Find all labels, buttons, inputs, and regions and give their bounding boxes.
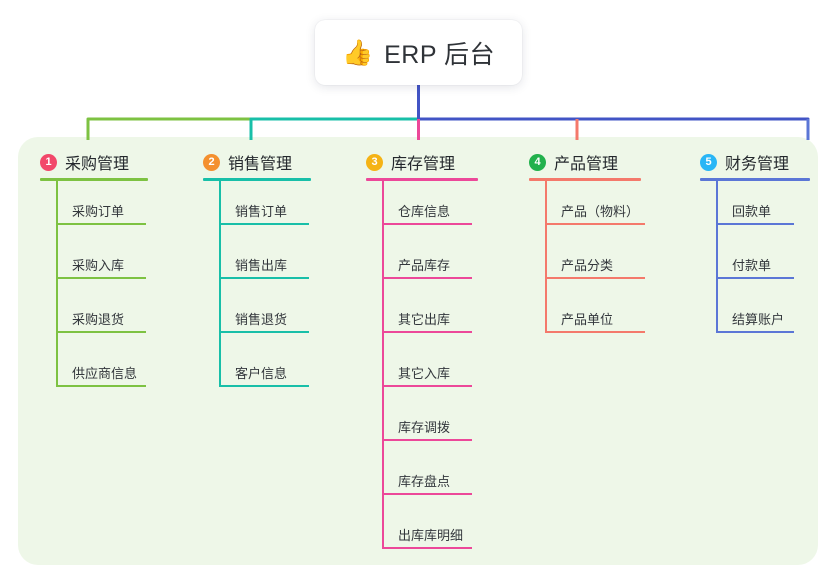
leaf-item-underline bbox=[58, 385, 146, 387]
leaf-item-label: 出库库明细 bbox=[398, 528, 464, 543]
leaf-item[interactable]: 采购退货 bbox=[58, 305, 146, 333]
leaf-item-underline bbox=[58, 277, 146, 279]
leaf-item-underline bbox=[384, 223, 472, 225]
branch-rail bbox=[382, 181, 384, 549]
leaf-item[interactable]: 产品单位 bbox=[547, 305, 645, 333]
leaf-item-label: 库存调拨 bbox=[398, 420, 451, 435]
leaf-item-label: 产品分类 bbox=[561, 258, 614, 273]
leaf-item-label: 销售出库 bbox=[235, 258, 288, 273]
branch-underline bbox=[700, 178, 810, 181]
leaf-item-underline bbox=[718, 277, 794, 279]
leaf-item[interactable]: 采购入库 bbox=[58, 251, 146, 279]
leaf-item-underline bbox=[384, 385, 472, 387]
leaf-item[interactable]: 出库库明细 bbox=[384, 521, 472, 549]
root-node-title: ERP 后台 bbox=[384, 40, 496, 69]
leaf-item-underline bbox=[384, 439, 472, 441]
branch-title: 财务管理 bbox=[725, 156, 790, 173]
leaf-item[interactable]: 产品（物料） bbox=[547, 197, 645, 225]
branch-title: 产品管理 bbox=[554, 156, 619, 173]
leaf-item-underline bbox=[384, 331, 472, 333]
leaf-item-underline bbox=[384, 493, 472, 495]
leaf-item-label: 结算账户 bbox=[732, 312, 785, 327]
branch-title: 库存管理 bbox=[391, 156, 456, 173]
leaf-item-label: 销售订单 bbox=[235, 204, 288, 219]
branch-header-2[interactable]: 2 销售管理 bbox=[203, 150, 292, 174]
branch-number-badge: 2 bbox=[203, 153, 220, 171]
leaf-item[interactable]: 回款单 bbox=[718, 197, 794, 225]
leaf-item[interactable]: 库存盘点 bbox=[384, 467, 472, 495]
leaf-item[interactable]: 销售退货 bbox=[221, 305, 309, 333]
branch-header-3[interactable]: 3 库存管理 bbox=[366, 150, 455, 174]
thumbs-up-icon: 👍 bbox=[341, 38, 374, 67]
leaf-item[interactable]: 其它出库 bbox=[384, 305, 472, 333]
leaf-item-underline bbox=[221, 331, 309, 333]
branch-number-badge: 5 bbox=[700, 153, 717, 171]
branch-rail bbox=[219, 181, 221, 387]
leaf-item-underline bbox=[718, 331, 794, 333]
branch-number-badge: 4 bbox=[529, 153, 546, 171]
root-node[interactable]: 👍 ERP 后台 bbox=[315, 20, 522, 85]
leaf-item-underline bbox=[547, 223, 645, 225]
leaf-item[interactable]: 采购订单 bbox=[58, 197, 146, 225]
leaf-item-label: 采购退货 bbox=[72, 312, 125, 327]
leaf-item[interactable]: 库存调拨 bbox=[384, 413, 472, 441]
leaf-item[interactable]: 产品库存 bbox=[384, 251, 472, 279]
leaf-item-label: 采购入库 bbox=[72, 258, 125, 273]
leaf-item-underline bbox=[718, 223, 794, 225]
leaf-item-underline bbox=[384, 547, 472, 549]
leaf-item-underline bbox=[221, 223, 309, 225]
leaf-item-label: 产品库存 bbox=[398, 258, 451, 273]
leaf-item[interactable]: 销售订单 bbox=[221, 197, 309, 225]
branch-rail bbox=[545, 181, 547, 333]
leaf-item-underline bbox=[58, 223, 146, 225]
leaf-item-label: 产品单位 bbox=[561, 312, 614, 327]
leaf-item[interactable]: 其它入库 bbox=[384, 359, 472, 387]
leaf-item-label: 其它出库 bbox=[398, 312, 451, 327]
leaf-item[interactable]: 供应商信息 bbox=[58, 359, 146, 387]
leaf-item[interactable]: 客户信息 bbox=[221, 359, 309, 387]
leaf-item-label: 付款单 bbox=[732, 258, 772, 273]
leaf-item-underline bbox=[547, 277, 645, 279]
leaf-item-underline bbox=[384, 277, 472, 279]
branch-underline bbox=[529, 178, 641, 181]
branch-header-1[interactable]: 1 采购管理 bbox=[40, 150, 129, 174]
leaf-item-label: 库存盘点 bbox=[398, 474, 451, 489]
branch-rail bbox=[56, 181, 58, 387]
leaf-item-label: 供应商信息 bbox=[72, 366, 138, 381]
branch-underline bbox=[366, 178, 478, 181]
root-node-content: 👍 ERP 后台 bbox=[342, 35, 495, 71]
leaf-item-label: 其它入库 bbox=[398, 366, 451, 381]
leaf-item-label: 仓库信息 bbox=[398, 204, 451, 219]
leaf-item[interactable]: 付款单 bbox=[718, 251, 794, 279]
leaf-item[interactable]: 结算账户 bbox=[718, 305, 794, 333]
leaf-item-underline bbox=[221, 385, 309, 387]
leaf-item-underline bbox=[58, 331, 146, 333]
leaf-item-label: 产品（物料） bbox=[561, 204, 640, 219]
branch-number-badge: 1 bbox=[40, 153, 57, 171]
leaf-item-label: 销售退货 bbox=[235, 312, 288, 327]
branch-underline bbox=[40, 178, 148, 181]
branch-number-badge: 3 bbox=[366, 153, 383, 171]
leaf-item[interactable]: 产品分类 bbox=[547, 251, 645, 279]
leaf-item[interactable]: 仓库信息 bbox=[384, 197, 472, 225]
leaf-item-label: 客户信息 bbox=[235, 366, 288, 381]
branch-title: 销售管理 bbox=[228, 156, 293, 173]
branch-underline bbox=[203, 178, 311, 181]
branch-header-4[interactable]: 4 产品管理 bbox=[529, 150, 618, 174]
leaf-item-underline bbox=[221, 277, 309, 279]
leaf-item[interactable]: 销售出库 bbox=[221, 251, 309, 279]
branch-rail bbox=[716, 181, 718, 333]
leaf-item-label: 采购订单 bbox=[72, 204, 125, 219]
branch-title: 采购管理 bbox=[65, 156, 130, 173]
leaf-item-underline bbox=[547, 331, 645, 333]
leaf-item-label: 回款单 bbox=[732, 204, 772, 219]
branch-header-5[interactable]: 5 财务管理 bbox=[700, 150, 789, 174]
